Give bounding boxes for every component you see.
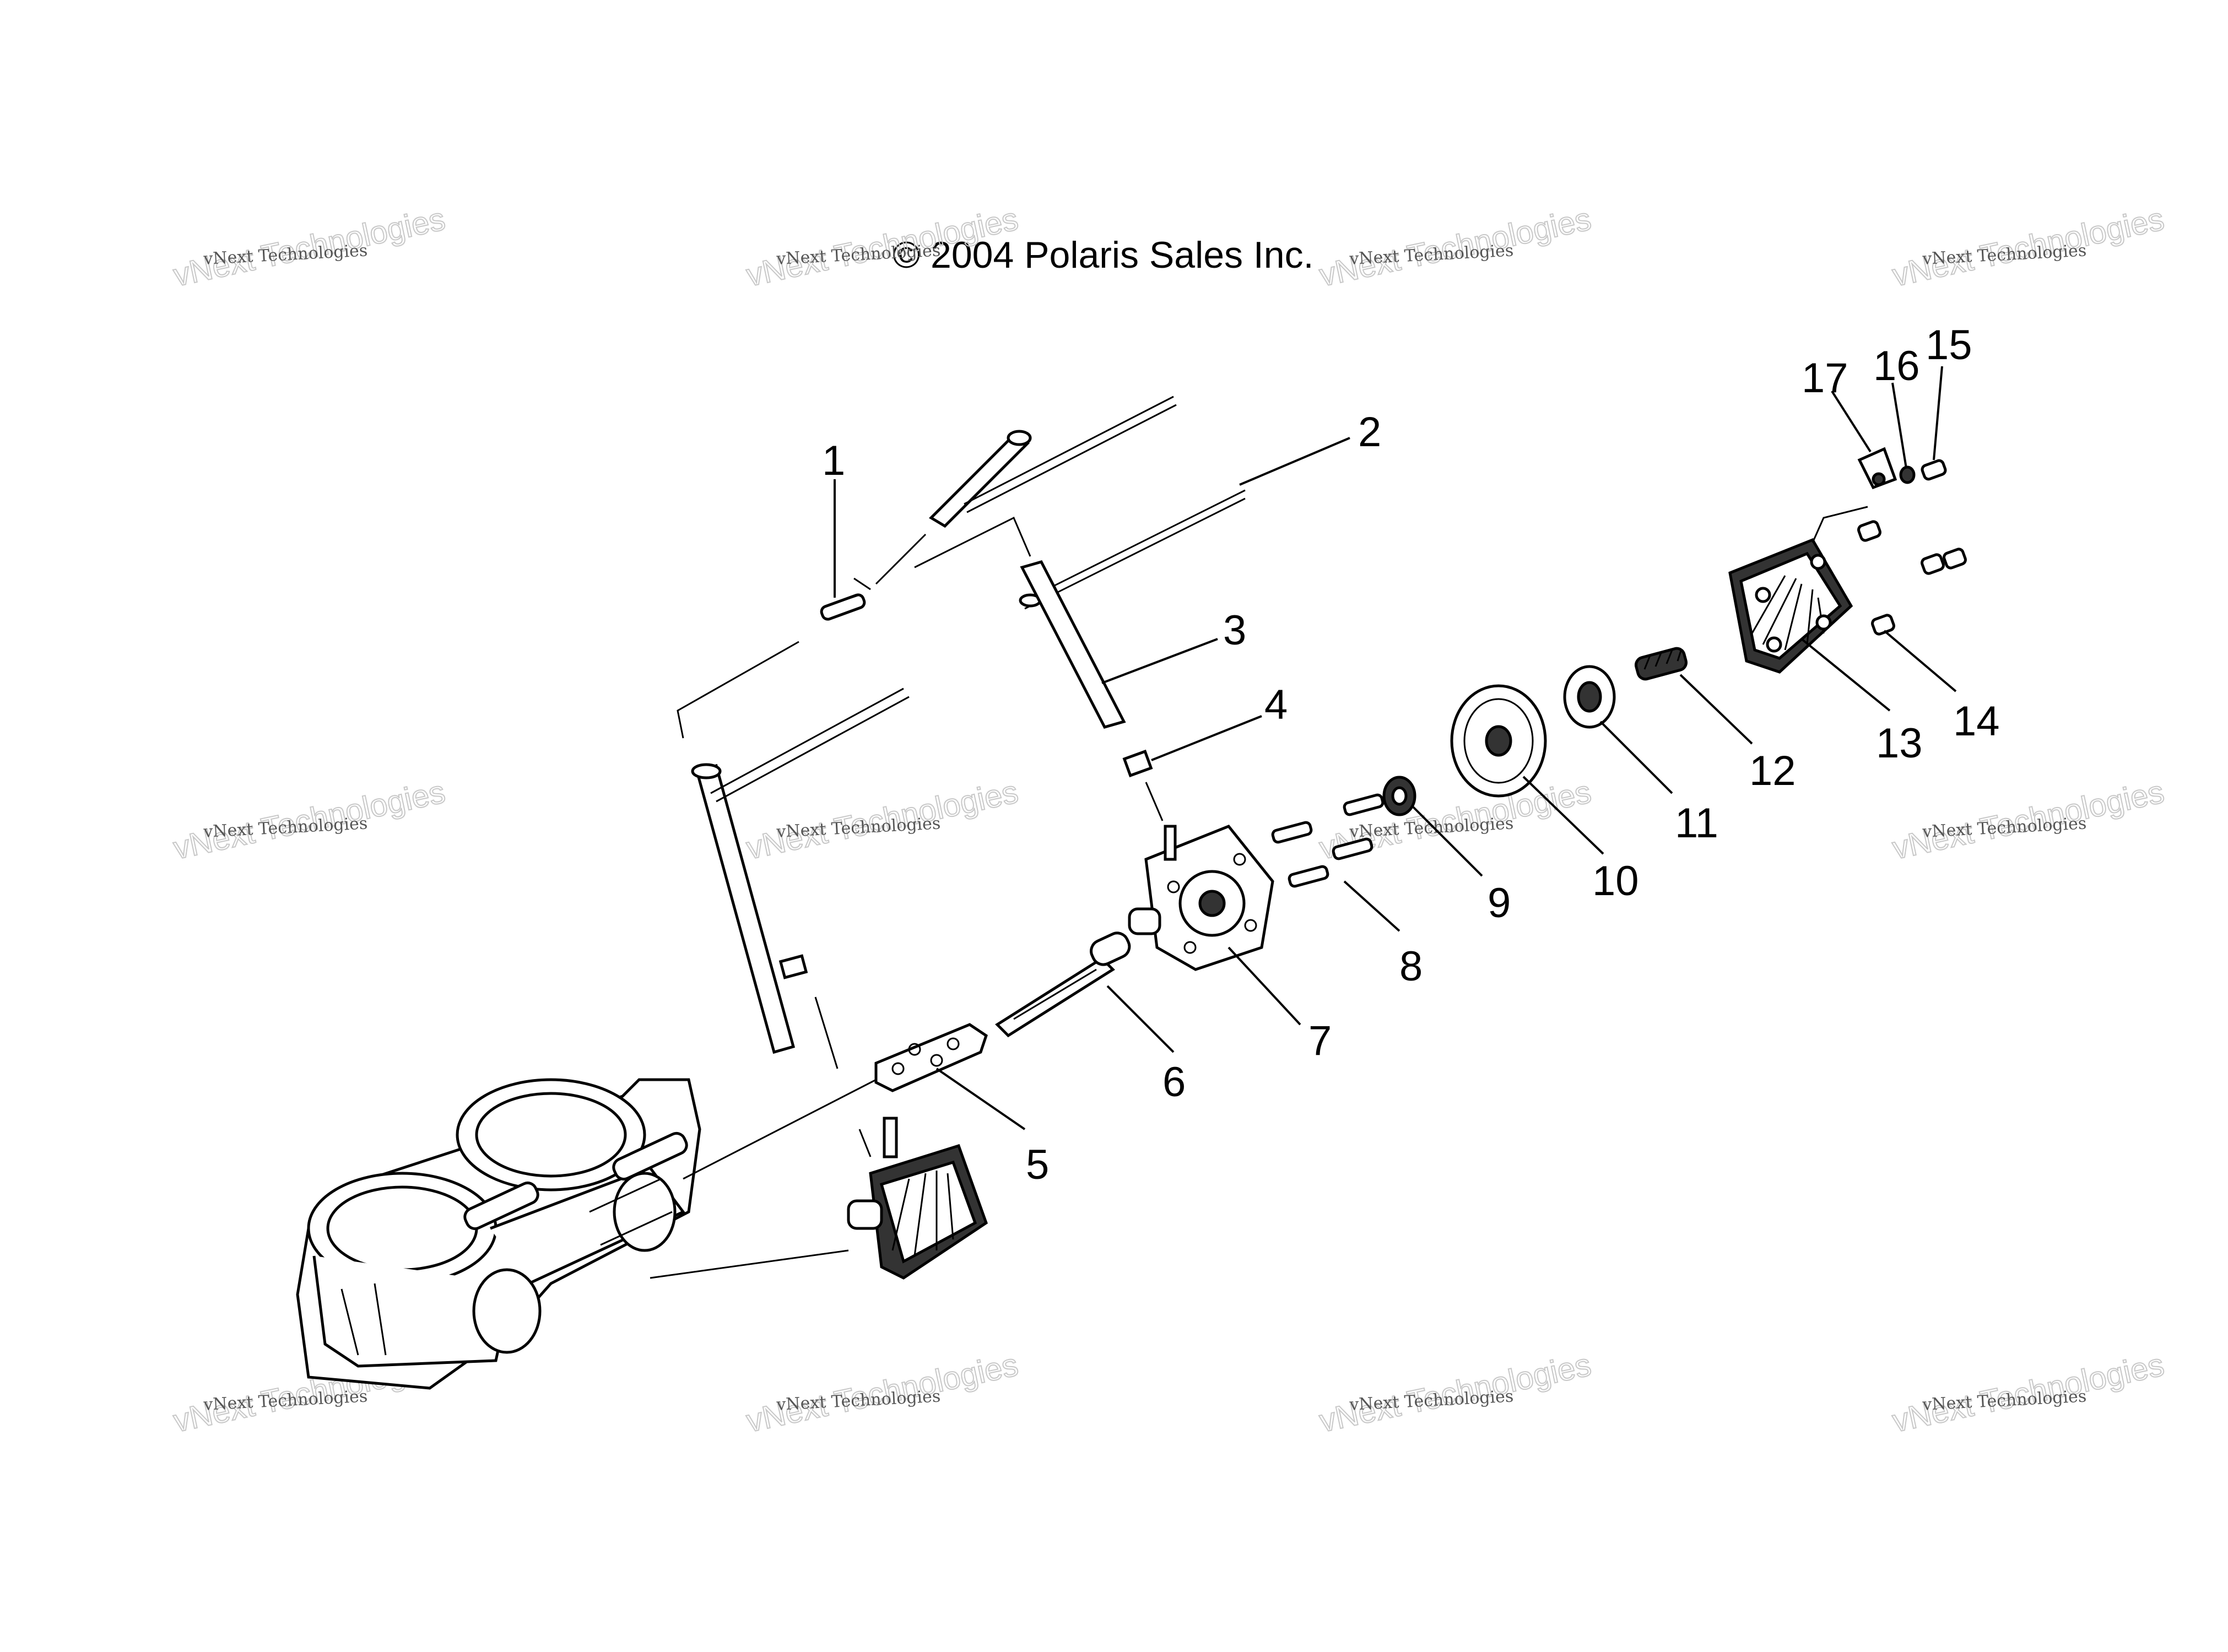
callout-5: 5 bbox=[1026, 1141, 1049, 1188]
callout-10: 10 bbox=[1592, 858, 1639, 904]
assembly-line bbox=[1145, 782, 1164, 821]
callout-leader-16 bbox=[1891, 382, 1907, 469]
callout-8: 8 bbox=[1399, 943, 1423, 990]
callout-1: 1 bbox=[822, 437, 845, 484]
leader-line bbox=[650, 1249, 849, 1279]
callout-16: 16 bbox=[1873, 343, 1920, 389]
cup-part-11 bbox=[1563, 665, 1616, 729]
callout-4: 4 bbox=[1264, 681, 1288, 728]
callout-leader-11 bbox=[1599, 721, 1673, 794]
callout-leader-3 bbox=[1101, 638, 1218, 684]
diaphragm-part-10 bbox=[1450, 684, 1547, 798]
callout-11: 11 bbox=[1675, 800, 1718, 847]
fitting-part-1 bbox=[820, 593, 866, 621]
callout-7: 7 bbox=[1308, 1017, 1332, 1064]
pump-housing-part-7 bbox=[1128, 824, 1274, 971]
callout-6: 6 bbox=[1162, 1059, 1186, 1106]
assembly-line bbox=[1811, 506, 1868, 543]
spring-part-12 bbox=[1635, 647, 1688, 681]
callout-leader-15 bbox=[1933, 366, 1943, 461]
lever-part-6 bbox=[995, 931, 1131, 1038]
callout-12: 12 bbox=[1749, 748, 1796, 794]
callout-14: 14 bbox=[1953, 698, 2000, 745]
lower-pump-body bbox=[847, 1117, 988, 1280]
callout-2: 2 bbox=[1358, 409, 1381, 456]
sleeve-part-3 bbox=[1020, 560, 1126, 729]
washer-part-16 bbox=[1899, 465, 1916, 484]
left-shaft-tube bbox=[691, 687, 910, 1054]
callout-labels: 1 2 3 4 5 6 7 8 9 10 11 12 13 14 15 16 1… bbox=[822, 322, 2000, 1188]
cable-part-2 bbox=[1019, 489, 1246, 610]
fitting-part-4 bbox=[1122, 749, 1153, 778]
fitting-part-17 bbox=[1857, 447, 1897, 490]
leader-line bbox=[683, 1076, 882, 1180]
callout-leader-12 bbox=[1679, 674, 1753, 745]
assembly-lines-left bbox=[677, 577, 872, 1157]
callout-leader-10 bbox=[1522, 776, 1604, 855]
callout-leader-7 bbox=[1227, 946, 1301, 1026]
gasket-part-5 bbox=[874, 1023, 988, 1092]
callout-leader-14 bbox=[1883, 630, 1957, 692]
callout-leader-9 bbox=[1412, 806, 1483, 877]
callout-15: 15 bbox=[1926, 322, 1972, 369]
copyright-text: © 2004 Polaris Sales Inc. bbox=[893, 234, 1314, 276]
callout-17: 17 bbox=[1802, 355, 1848, 402]
bolts-part-8 bbox=[1271, 793, 1385, 888]
callout-leader-6 bbox=[1106, 985, 1175, 1053]
callout-leader-4 bbox=[1151, 715, 1262, 761]
upper-tube bbox=[875, 396, 1177, 585]
washer-part-9 bbox=[1382, 776, 1416, 816]
pump-cover-part-13 bbox=[1728, 538, 1853, 674]
callout-leader-17 bbox=[1831, 390, 1872, 453]
callout-leader-8 bbox=[1343, 880, 1400, 932]
bolts-part-14 bbox=[1857, 520, 1967, 636]
screw-part-15 bbox=[1921, 459, 1947, 481]
callout-leader-5 bbox=[935, 1068, 1026, 1130]
callout-13: 13 bbox=[1876, 720, 1923, 767]
callout-9: 9 bbox=[1488, 880, 1511, 927]
engine-cylinder-block bbox=[296, 1078, 701, 1390]
callout-leader-13 bbox=[1800, 638, 1891, 712]
callout-leader-2 bbox=[1239, 437, 1350, 486]
callout-3: 3 bbox=[1223, 607, 1246, 654]
